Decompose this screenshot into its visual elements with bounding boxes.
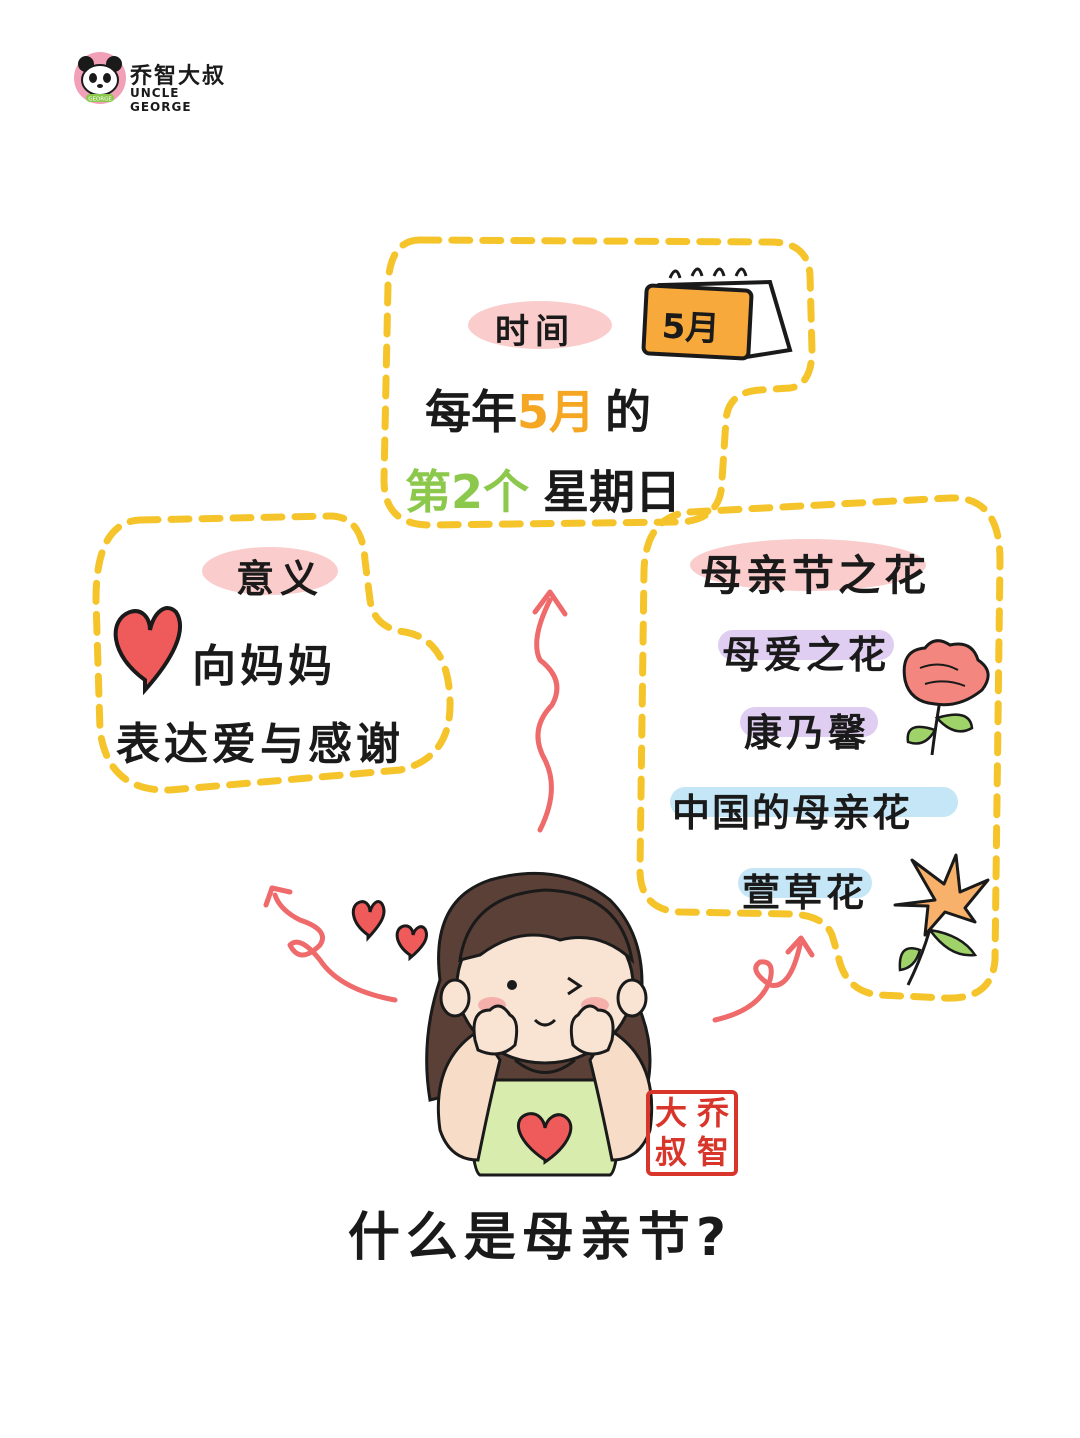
meaning-title-highlight [202, 547, 338, 595]
daylily-icon [893, 853, 990, 986]
brand-logo: GEORGE 乔智大叔 UNCLE GEORGE [72, 50, 232, 114]
item2-highlight [740, 707, 878, 737]
seal-stamp: 大 乔 叔 智 [650, 1094, 734, 1172]
time-line1-c: 的 [605, 385, 652, 439]
time-line1-a: 每年 [425, 385, 517, 439]
flower-title-highlight [690, 539, 926, 591]
calendar-label: 5月 [660, 306, 721, 350]
time-line2: 第2个星期日 [405, 456, 681, 522]
panda-logo-icon: GEORGE [74, 52, 126, 104]
girl-illustration [425, 871, 654, 1177]
brand-badge: GEORGE [88, 97, 112, 103]
hearts-icon [351, 900, 428, 962]
seal-char-2: 乔 [696, 1094, 729, 1132]
meaning-line1: 向妈妈 [192, 641, 336, 692]
flower-box-border [636, 494, 1004, 1002]
meaning-line2: 表达爱与感谢 [116, 719, 404, 770]
flower-title: 母亲节之花 [700, 551, 931, 600]
seal-char-1: 大 [654, 1094, 687, 1132]
carnation-icon [902, 639, 990, 756]
arrow-icon [263, 589, 815, 1023]
flower-item-2: 康乃馨 [744, 711, 871, 755]
brand-name-cn: 乔智大叔 [130, 64, 227, 89]
meaning-box-border [92, 512, 454, 794]
time-title-highlight [468, 301, 612, 349]
calendar-icon [641, 267, 793, 361]
time-line2-a: 第2个 [405, 465, 530, 519]
item4-highlight [738, 868, 872, 898]
time-line2-b: 星期日 [543, 465, 682, 519]
time-box-border [380, 236, 816, 529]
seal-char-4: 智 [696, 1133, 729, 1171]
flower-item-3: 中国的母亲花 [672, 791, 913, 835]
seal-char-3: 叔 [654, 1133, 687, 1171]
seal-stamp-icon [646, 1090, 738, 1176]
meaning-title: 意义 [236, 557, 325, 601]
heart-icon [113, 606, 182, 696]
flower-item-4: 萱草花 [742, 871, 869, 915]
item1-highlight [718, 630, 894, 660]
flower-item-1: 母爱之花 [722, 633, 891, 677]
time-line1: 每年5月的 [425, 376, 651, 442]
brand-name-en: UNCLE GEORGE [130, 86, 192, 114]
time-title: 时间 [495, 312, 575, 352]
bottom-title: 什么是母亲节? [347, 1208, 733, 1268]
time-line1-b: 5月 [517, 385, 596, 439]
item3-highlight [670, 787, 958, 817]
